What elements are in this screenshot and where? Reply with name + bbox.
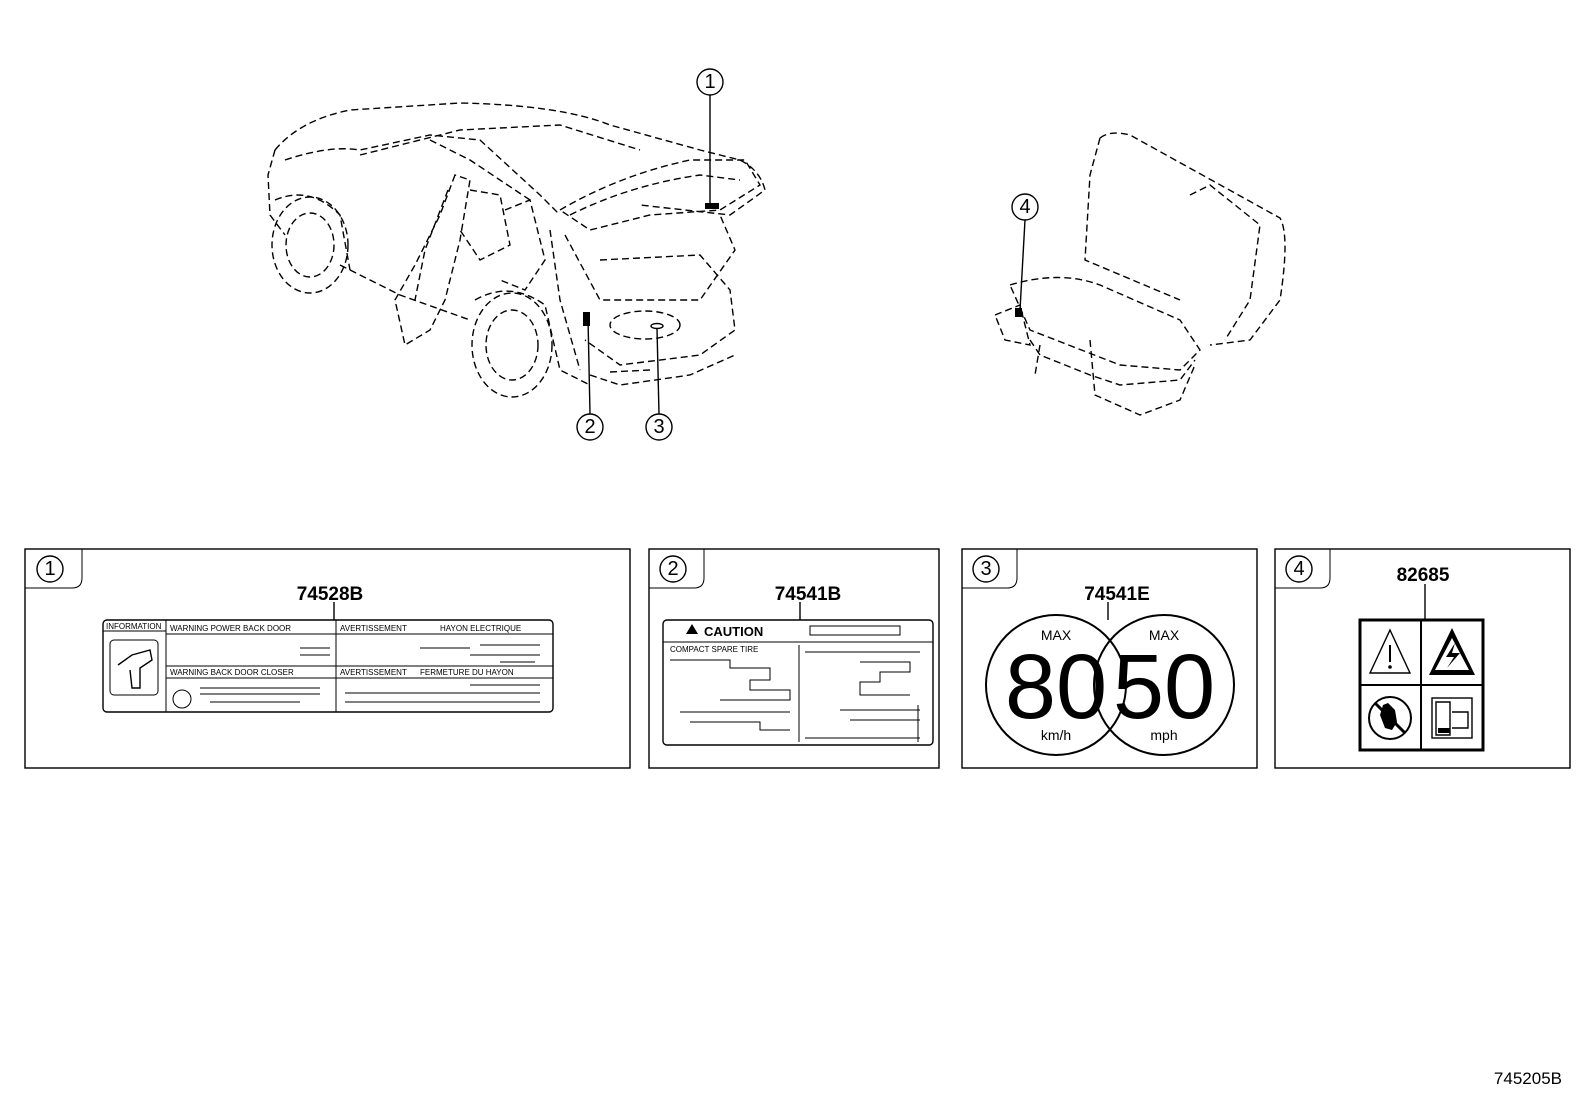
svg-text:50: 50 xyxy=(1113,636,1215,738)
svg-text:MAX: MAX xyxy=(1041,627,1072,643)
warning-triangle-icon xyxy=(1368,628,1412,674)
part-number-74541B: 74541B xyxy=(775,584,842,605)
svg-text:HAYON ELECTRIQUE: HAYON ELECTRIQUE xyxy=(440,624,521,633)
panel-1: 1 74528B INFORMATION WARNING POWER BACK … xyxy=(24,548,631,769)
svg-text:FERMETURE DU HAYON: FERMETURE DU HAYON xyxy=(420,668,514,677)
callout-4: 4 xyxy=(1011,193,1039,311)
part-number-74541E: 74541E xyxy=(1084,584,1150,605)
no-touch-icon xyxy=(1368,696,1412,740)
warning-label-82685 xyxy=(1358,618,1485,752)
svg-text:WARNING POWER BACK DOOR: WARNING POWER BACK DOOR xyxy=(170,624,291,633)
svg-text:3: 3 xyxy=(980,558,991,580)
svg-text:1: 1 xyxy=(704,71,715,93)
svg-text:4: 4 xyxy=(1293,558,1304,580)
svg-text:INFORMATION: INFORMATION xyxy=(106,622,162,631)
vehicle-illustration xyxy=(267,102,766,398)
panel-3: 3 74541E MAX 80 km/h MAX 50 mph xyxy=(961,548,1258,769)
svg-text:1: 1 xyxy=(44,558,55,580)
panel-4: 4 82685 xyxy=(1274,548,1571,769)
svg-text:WARNING BACK DOOR CLOSER: WARNING BACK DOOR CLOSER xyxy=(170,668,294,677)
part-number-82685: 82685 xyxy=(1397,565,1450,586)
diagram-id: 745205B xyxy=(1493,1069,1562,1088)
svg-text:AVERTISSEMENT: AVERTISSEMENT xyxy=(340,668,407,677)
svg-text:3: 3 xyxy=(653,416,664,438)
svg-text:COMPACT SPARE TIRE: COMPACT SPARE TIRE xyxy=(670,645,758,654)
svg-text:AVERTISSEMENT: AVERTISSEMENT xyxy=(340,624,407,633)
svg-text:2: 2 xyxy=(667,558,678,580)
svg-text:MAX: MAX xyxy=(1149,627,1180,643)
speed-sign-kmh: MAX 80 km/h xyxy=(985,614,1127,756)
label-74541B: CAUTION COMPACT SPARE TIRE xyxy=(662,619,934,746)
callout-3: 3 xyxy=(645,327,673,441)
svg-text:4: 4 xyxy=(1019,196,1030,218)
panel-2: 2 74541B CAUTION COMPACT SPARE TIRE xyxy=(648,548,940,769)
battery-location-icon xyxy=(1431,697,1473,739)
svg-text:CAUTION: CAUTION xyxy=(704,624,763,639)
seat-illustration xyxy=(994,132,1286,416)
svg-text:2: 2 xyxy=(584,416,595,438)
svg-text:80: 80 xyxy=(1005,636,1107,738)
callout-1: 1 xyxy=(696,68,724,207)
callout-2: 2 xyxy=(576,317,604,441)
part-number-74528B: 74528B xyxy=(297,584,364,605)
speed-sign-mph: MAX 50 mph xyxy=(1093,614,1235,756)
label-74528B: INFORMATION WARNING POWER BACK DOOR AVER… xyxy=(102,619,554,713)
svg-text:mph: mph xyxy=(1150,727,1177,743)
svg-text:km/h: km/h xyxy=(1041,727,1071,743)
